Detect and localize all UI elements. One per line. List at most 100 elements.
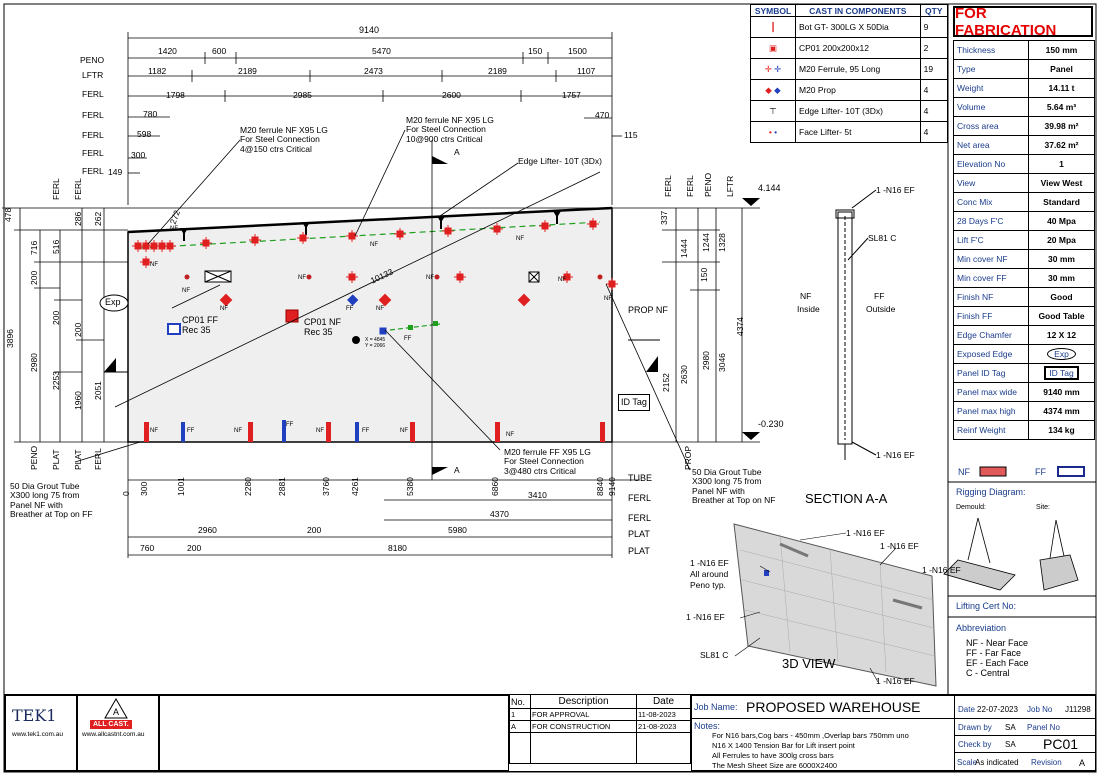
job-cell: Job Name: PROPOSED WAREHOUSE [691, 695, 955, 719]
view3d-label: 1 -N16 EF [846, 528, 885, 538]
ferrule-icon: ✛ ✛ [750, 58, 796, 80]
dim: 150 [699, 267, 709, 282]
lifting-cert: Lifting Cert No: [956, 601, 1017, 611]
grout-tube-icon: ┃ [750, 16, 796, 38]
edge-lifter-icon: ⊤ [750, 100, 796, 122]
check-label: Check by [958, 740, 992, 749]
view3d-title: 3D VIEW [782, 656, 836, 671]
rigging-sketch [943, 517, 1079, 591]
property-value: Standard [1028, 192, 1095, 212]
dim: 2960 [198, 525, 217, 535]
dim: 1182 [148, 66, 167, 76]
dim: 300 [131, 150, 146, 160]
property-value: View West [1028, 173, 1095, 193]
face-label: NF [426, 275, 434, 281]
dim: 2051 [93, 381, 103, 400]
dim: 1244 [701, 233, 711, 252]
exp-badge: Exp [1047, 348, 1076, 360]
legend-nf-label: NF [958, 467, 970, 477]
component-qty: 4 [919, 79, 949, 101]
dim: 2980 [701, 351, 711, 370]
allcast-logo: ALL CAST. [90, 720, 132, 729]
property-value: 4374 mm [1028, 401, 1095, 421]
dim: 149 [108, 167, 123, 177]
vert-label: PLAT [73, 449, 83, 470]
prop-nf-label: PROP NF [628, 305, 668, 315]
notes-cell: Notes: For N16 bars,Cog bars - 450mm ,Ov… [691, 718, 955, 771]
bottom-x-dim: 6860 [490, 477, 500, 496]
dim: 2980 [29, 353, 39, 372]
dim: 516 [51, 239, 61, 254]
face-label: FF [187, 428, 195, 434]
abbrev-title: Abbreviation [956, 623, 1007, 633]
leaders [74, 129, 691, 480]
tek1-url[interactable]: www.tek1.com.au [12, 731, 63, 738]
face-label: NF [370, 242, 378, 248]
property-value: 37.62 m² [1028, 135, 1095, 155]
edge-lifters [180, 211, 561, 241]
face-label: NF [506, 432, 514, 438]
dim: 1107 [577, 66, 596, 76]
row-label: PLAT [628, 546, 650, 556]
property-key: Cross area [953, 116, 1029, 136]
bottom-x-dim: 9140 [607, 477, 617, 496]
property-key: Reinf Weight [953, 420, 1029, 440]
tension-bar [139, 221, 601, 249]
note: All Ferrules to have 300lg cross bars [712, 751, 834, 760]
row-label: FERL [82, 130, 104, 140]
property-key: Weight [953, 78, 1029, 98]
property-key: View [953, 173, 1029, 193]
section-label: FF [874, 291, 885, 301]
dim: 4374 [735, 317, 745, 336]
vert-label: FERL [685, 175, 695, 197]
view3d-label: 1 -N16 EF [880, 541, 919, 551]
row-label: LFTR [82, 70, 104, 80]
props [184, 274, 603, 280]
vert-label: FERL [51, 178, 61, 200]
allcast-url[interactable]: www.allcastnt.com.au [82, 731, 145, 738]
dim: 1444 [679, 239, 689, 258]
drawn-cell: Drawn by SA Panel No [954, 718, 1096, 736]
component-qty: 2 [919, 37, 949, 59]
component-name: Edge Lifter- 10T (3Dx) [795, 100, 921, 122]
dim: 8180 [388, 543, 407, 553]
section-mark-bottom: A [454, 465, 460, 475]
property-key: Panel max high [953, 401, 1029, 421]
jobno-value: J11298 [1065, 705, 1091, 714]
abbrev-item: C - Central [966, 668, 1010, 678]
face-lifter-icon: • • [750, 121, 796, 143]
section-label: SL81 C [868, 233, 897, 243]
dim: 2189 [488, 66, 507, 76]
right-dimensions [612, 207, 760, 443]
3d-view [733, 523, 937, 687]
view3d-label: 1 -N16 EF [686, 612, 725, 622]
component-name: CP01 200x200x12 [795, 37, 921, 59]
section-label: 1 -N16 EF [876, 450, 915, 460]
dim: 1798 [166, 90, 185, 100]
dim: 780 [143, 109, 158, 119]
property-value: 20 Mpa [1028, 230, 1095, 250]
rev-value: A [1079, 758, 1086, 768]
property-key: Conc Mix [953, 192, 1029, 212]
allcast-logo-icon: A [104, 698, 128, 719]
component-qty: 4 [919, 121, 949, 143]
row-label: FERL [628, 493, 652, 503]
component-qty: 4 [919, 100, 949, 122]
dim: 600 [212, 46, 227, 56]
face-label: NF [220, 306, 228, 312]
overall-width: 9140 [359, 25, 380, 35]
